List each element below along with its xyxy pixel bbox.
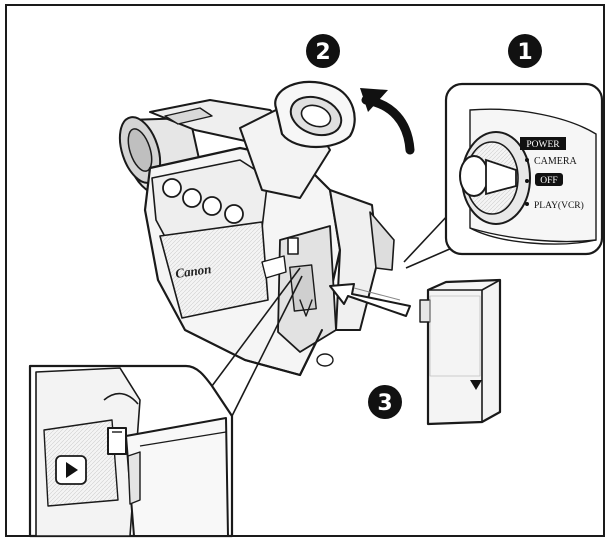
svg-text:1: 1	[517, 40, 532, 65]
svg-text:3: 3	[377, 391, 392, 416]
dial-camera-label: CAMERA	[534, 156, 578, 167]
dial-off-label: OFF	[540, 176, 557, 186]
latch-detail-inset	[28, 267, 303, 538]
curved-up-arrow-icon	[360, 88, 415, 155]
play-triangle-icon	[66, 462, 78, 478]
brand-logo: Canon	[174, 261, 212, 281]
insert-arrow-icon	[329, 283, 411, 317]
dial-power-label: POWER	[526, 140, 560, 150]
battery-pack	[419, 278, 502, 426]
step-badge-1: 1	[508, 34, 542, 68]
svg-text:2: 2	[315, 40, 330, 65]
dial-play-label: PLAY(VCR)	[534, 200, 584, 211]
viewfinder	[239, 80, 356, 199]
step-badge-3: 3	[368, 385, 402, 419]
step-badge-2: 2	[306, 34, 340, 68]
power-dial-callout: POWER CAMERA OFF PLAY(VCR)	[403, 82, 604, 269]
